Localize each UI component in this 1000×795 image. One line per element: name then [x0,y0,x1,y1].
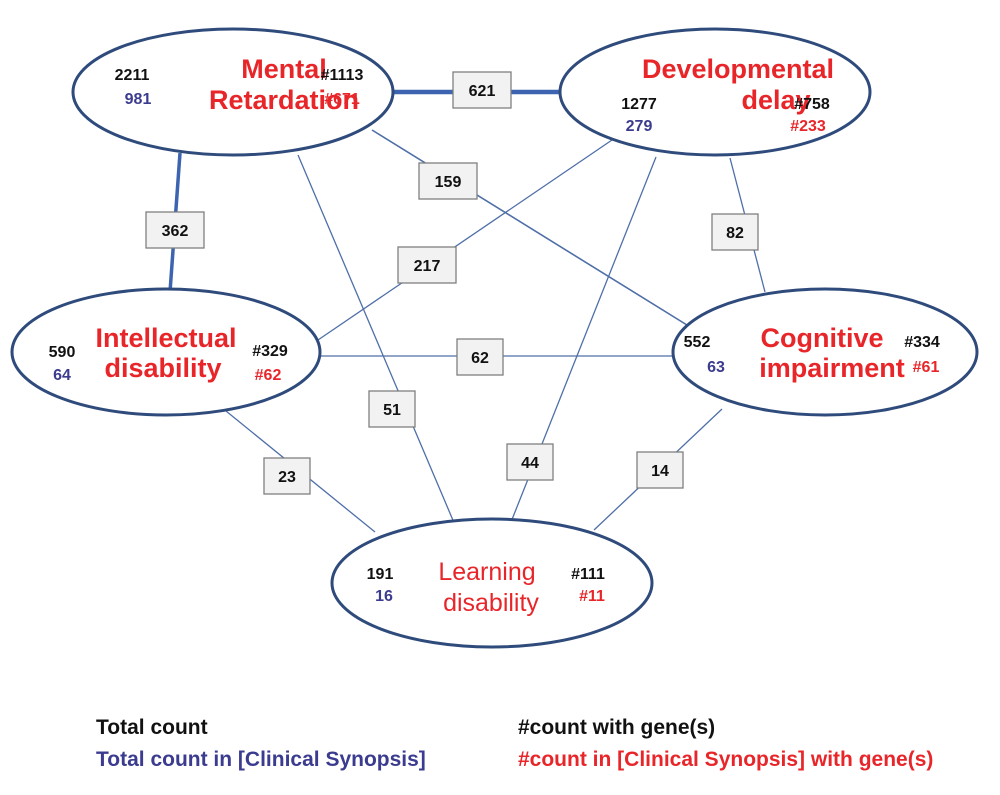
edge-value-box-dd-ld [506,443,554,481]
node-name-line-ci-0: Cognitive [760,323,883,353]
node-name-line-ld-1: disability [443,589,539,617]
node-name-line-dd-1: delay [741,85,810,115]
node-ld: Learning disability 191 16 #111 #11 [330,517,654,649]
node-ellipse-ci [671,287,979,417]
node-gene-count-ci: #334 [904,334,940,351]
edge-value-box-mr-ci [418,162,478,200]
node-clinical-gene-count-mr: #671 [324,91,360,108]
node-ellipse-id [10,287,322,417]
edge-value-box-id-ci [456,338,504,376]
node-total-count-dd: 1277 [621,96,657,113]
node-name-line-id-1: disability [104,353,221,383]
node-name-line-id-0: Intellectual [95,323,236,353]
node-name-line-mr-1: Retardation [209,85,359,115]
edge-value-box-ci-ld [636,451,684,489]
node-clinical-gene-count-dd: #233 [790,118,826,135]
node-name-line-mr-0: Mental [241,54,327,84]
node-clinical-count-mr: 981 [125,91,152,108]
node-name-line-ld-0: Learning [438,558,535,586]
node-clinical-count-ld: 16 [375,588,393,605]
node-total-count-id: 590 [49,344,76,361]
edge-line-mr-ld [297,154,456,526]
node-name-line-dd-0: Developmental [642,54,834,84]
edge-value-mr-ci: 159 [435,174,462,191]
node-clinical-count-dd: 279 [626,118,653,135]
edge-value-ci-ld: 14 [651,463,669,480]
node-clinical-gene-count-ci: #61 [913,359,940,376]
edge-value-box-dd-ci [711,213,759,251]
edge-line-mr-ci [371,129,696,331]
edge-value-id-ld: 23 [278,469,296,486]
edge-value-box-dd-id [397,246,457,284]
edge-labels-layer: 621 362 159 51 217 82 44 62 23 14 [145,71,759,495]
edge-value-dd-ld: 44 [521,455,539,472]
legend-clinical-gene: #count in [Clinical Synopsis] with gene(… [518,748,934,771]
legend-total: Total count [96,716,208,739]
edge-value-id-ci: 62 [471,350,489,367]
node-clinical-count-id: 64 [53,367,71,384]
node-name-line-ci-1: impairment [759,353,905,383]
edge-value-mr-dd: 621 [469,83,496,100]
edge-value-box-mr-dd [452,71,512,109]
node-gene-count-mr: #1113 [321,67,364,84]
node-total-count-ld: 191 [367,566,394,583]
node-gene-count-dd: #758 [794,96,830,113]
edge-value-dd-id: 217 [414,258,441,275]
legend-clinical: Total count in [Clinical Synopsis] [96,748,426,771]
node-gene-count-id: #329 [252,343,288,360]
edge-value-mr-id: 362 [162,223,189,240]
node-total-count-mr: 2211 [115,67,150,84]
node-clinical-gene-count-id: #62 [255,367,282,384]
edge-value-box-mr-ld [368,390,416,428]
node-ellipse-ld [330,517,654,649]
edge-line-dd-id [317,139,613,341]
edge-value-box-mr-id [145,211,205,249]
node-gene-count-ld: #111 [571,566,605,583]
node-total-count-ci: 552 [684,334,711,351]
edge-value-dd-ci: 82 [726,225,744,242]
node-ellipse-mr [71,27,395,157]
legend-gene: #count with gene(s) [518,716,716,739]
edge-value-box-id-ld [263,457,311,495]
node-ellipse-dd [558,27,872,157]
node-clinical-count-ci: 63 [707,359,725,376]
edge-value-mr-ld: 51 [383,402,401,419]
node-clinical-gene-count-ld: #11 [579,588,605,605]
